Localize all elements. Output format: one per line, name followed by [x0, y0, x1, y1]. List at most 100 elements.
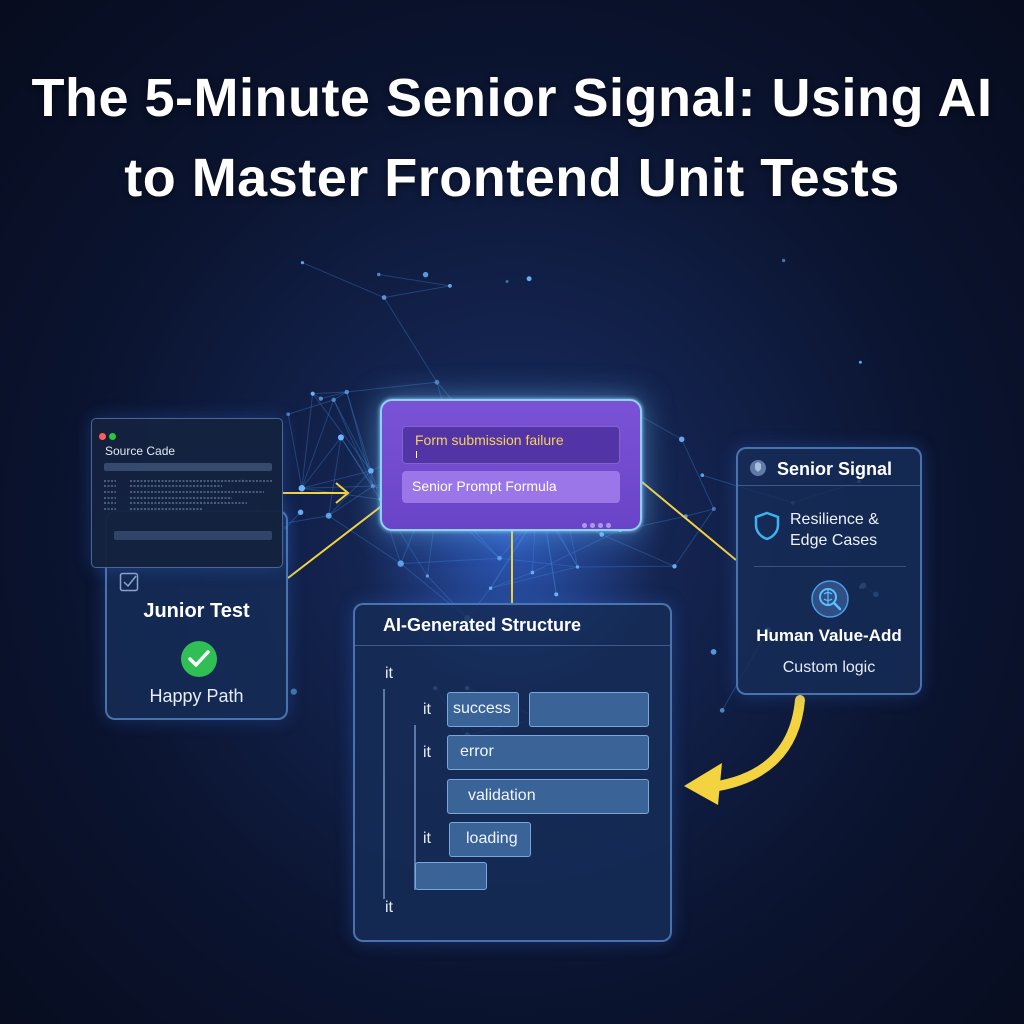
curved-arrow-head-icon — [684, 763, 722, 805]
checkbox-icon — [119, 572, 139, 592]
network-link — [346, 381, 438, 393]
network-node — [575, 565, 580, 569]
network-link — [333, 399, 372, 472]
network-link — [285, 511, 301, 529]
network-link — [340, 437, 381, 500]
network-link — [328, 470, 372, 517]
network-node — [672, 564, 677, 569]
test-validation[interactable]: validation — [447, 779, 649, 814]
network-node — [337, 434, 344, 441]
network-node — [497, 555, 502, 561]
network-link — [301, 470, 372, 489]
it-keyword: it — [385, 899, 393, 916]
code-footer-bar — [114, 531, 272, 540]
window-controls — [99, 425, 119, 444]
network-node — [526, 276, 532, 282]
network-node — [700, 473, 705, 478]
it-keyword: it — [423, 744, 431, 761]
network-link — [378, 274, 451, 287]
network-link — [288, 399, 334, 415]
network-node — [310, 391, 315, 396]
code-lines — [104, 480, 272, 510]
source-code-title: Source Cade — [105, 444, 176, 458]
test-success[interactable]: success — [447, 692, 519, 727]
network-node — [448, 283, 452, 288]
network-link — [532, 529, 621, 573]
header-divider — [738, 485, 920, 486]
prompt-to-senior-line — [641, 481, 737, 561]
network-node — [325, 512, 332, 519]
badge-icon — [750, 460, 766, 476]
network-node — [710, 649, 717, 655]
network-node — [370, 484, 376, 489]
network-link — [312, 391, 347, 395]
senior-prompt-formula-button[interactable]: Senior Prompt Formula — [402, 471, 620, 503]
senior-signal-card: Senior Signal Resilience & Edge Cases Hu… — [736, 447, 922, 695]
network-node — [318, 396, 323, 401]
network-link — [577, 565, 675, 568]
network-link — [302, 262, 385, 298]
network-link — [681, 439, 715, 510]
network-link — [328, 437, 342, 516]
network-link — [301, 485, 373, 489]
test-placeholder[interactable] — [529, 692, 649, 727]
check-circle-icon — [181, 641, 217, 677]
network-node — [599, 532, 605, 537]
network-node — [858, 360, 862, 364]
network-link — [346, 391, 372, 471]
network-link — [383, 297, 438, 383]
network-node — [505, 280, 509, 284]
page-title: The 5-Minute Senior Signal: Using AI to … — [20, 58, 1004, 218]
network-node — [300, 261, 305, 265]
test-placeholder[interactable] — [415, 862, 487, 890]
network-node — [286, 412, 291, 417]
section-divider — [754, 566, 906, 567]
network-link — [320, 391, 347, 400]
ai-structure-card: AI-Generated Structure it it it it it su… — [353, 603, 672, 942]
code-toolbar — [104, 463, 272, 471]
senior-signal-header: Senior Signal — [777, 459, 893, 479]
network-node — [290, 688, 297, 695]
title-line-1: The 5-Minute Senior Signal: Using AI — [31, 68, 993, 128]
title-line-2: to Master Frontend Unit Tests — [124, 148, 900, 208]
custom-logic-label: Custom logic — [782, 659, 876, 676]
shield-icon — [754, 511, 780, 541]
resilience-label: Resilience & Edge Cases — [790, 511, 879, 549]
network-link — [328, 485, 374, 517]
it-keyword: it — [423, 701, 431, 718]
network-node — [434, 379, 440, 385]
network-link — [312, 393, 372, 472]
network-node — [711, 506, 716, 511]
test-loading[interactable]: loading — [449, 822, 531, 857]
network-node — [488, 586, 493, 590]
junior-test-label: Junior Test — [143, 600, 250, 622]
network-link — [400, 557, 500, 565]
it-keyword: it — [423, 830, 431, 847]
prompt-input-text: Form submission failure — [415, 432, 564, 448]
prompt-input[interactable]: Form submission failure — [402, 426, 620, 464]
network-link — [301, 399, 335, 489]
network-node — [297, 509, 304, 516]
text-cursor — [416, 451, 417, 458]
network-link — [601, 533, 675, 567]
it-keyword: it — [385, 665, 393, 682]
human-value-add-label: Human Value-Add — [756, 626, 902, 645]
network-link — [328, 515, 401, 565]
network-node — [377, 272, 381, 277]
arrow-head-icon — [335, 482, 350, 504]
network-link — [301, 393, 314, 489]
network-node — [554, 592, 559, 597]
pager-dots — [582, 513, 614, 532]
network-node — [298, 484, 306, 492]
brain-icon — [811, 580, 849, 618]
network-link — [333, 399, 374, 487]
header-divider — [355, 645, 670, 646]
network-link — [287, 414, 303, 489]
test-error[interactable]: error — [447, 735, 649, 770]
network-link — [301, 437, 342, 489]
senior-to-structure-arrow — [707, 695, 805, 792]
maximize-dot-icon — [109, 433, 116, 440]
network-link — [384, 285, 451, 299]
network-node — [381, 295, 387, 300]
network-link — [490, 566, 578, 589]
